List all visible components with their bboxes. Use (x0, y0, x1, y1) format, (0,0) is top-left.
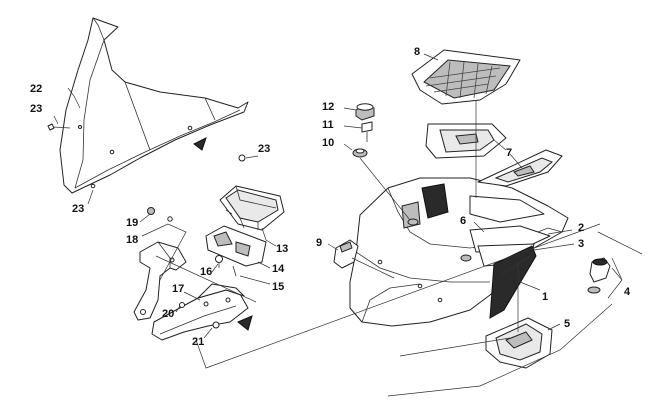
knob-12 (355, 103, 375, 121)
direction-arrow-lower (237, 315, 253, 331)
screw-23-left (47, 123, 71, 131)
callout-23-bottom: 23 (72, 203, 84, 215)
switch-4 (587, 257, 611, 294)
vent-insert (489, 245, 537, 319)
gauge-mount-plate (205, 225, 267, 267)
callout-11: 11 (322, 119, 334, 131)
callout-2: 2 (578, 222, 584, 234)
screw-23-right (238, 154, 246, 162)
callout-5: 5 (564, 318, 570, 330)
callout-19: 19 (126, 217, 138, 229)
callout-14: 14 (272, 263, 285, 275)
callout-8: 8 (414, 46, 420, 58)
callout-10: 10 (322, 137, 334, 149)
windshield (59, 17, 249, 194)
washer-18 (167, 216, 173, 222)
callout-21: 21 (192, 336, 204, 348)
vent-panel-7b (477, 149, 563, 187)
lower-bracket (151, 283, 249, 341)
callout-7: 7 (506, 147, 512, 159)
nut-21 (212, 321, 220, 329)
callout-18: 18 (126, 234, 138, 246)
screw-20 (179, 302, 185, 308)
callout-6: 6 (460, 215, 466, 227)
grommet-10 (352, 148, 368, 158)
callouts: 1 2 3 4 5 6 7 8 9 10 11 12 13 14 15 16 1… (30, 46, 631, 348)
bolt-16 (215, 255, 223, 268)
nut-19 (147, 207, 155, 215)
callout-15: 15 (272, 281, 284, 293)
leader-lines (53, 53, 643, 397)
callout-4: 4 (624, 286, 631, 298)
callout-20: 20 (162, 308, 174, 320)
callout-23-right: 23 (258, 143, 270, 155)
callout-9: 9 (316, 237, 322, 249)
callout-13: 13 (276, 243, 288, 255)
vent-panel-7a (425, 123, 507, 159)
callout-12: 12 (322, 101, 334, 113)
callout-23-left: 23 (30, 103, 42, 115)
screw-15 (232, 265, 237, 277)
fastener-11 (361, 121, 373, 142)
vent-mesh-8 (411, 49, 521, 105)
callout-17: 17 (172, 283, 184, 295)
callout-16: 16 (200, 266, 212, 278)
main-hood (349, 177, 569, 327)
callout-1: 1 (542, 291, 548, 303)
lower-panel-5 (485, 317, 553, 369)
callout-3: 3 (578, 238, 584, 250)
plug-9 (333, 239, 359, 269)
callout-22: 22 (30, 83, 42, 95)
direction-arrow (193, 137, 207, 151)
gauge-display (219, 185, 285, 231)
